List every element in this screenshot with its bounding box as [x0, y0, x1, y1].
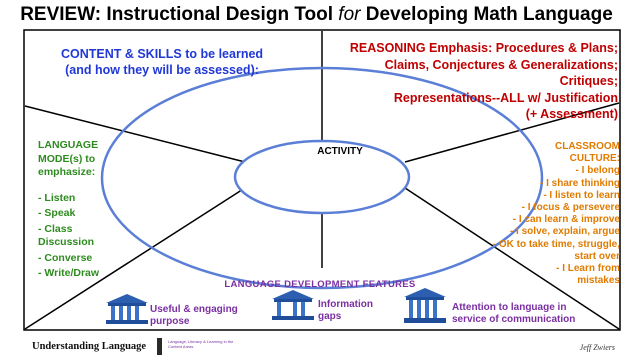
temple-icon	[272, 290, 314, 320]
feature-line1: Attention to language in	[452, 302, 567, 313]
feature-line2: purpose	[150, 316, 190, 327]
reasoning-label: REASONING Emphasis: Procedures & Plans; …	[332, 40, 618, 123]
feature-attention-language: Attention to language in service of comm…	[452, 302, 582, 326]
activity-label: ACTIVITY	[317, 146, 363, 157]
language-mode-item: - Speak	[38, 207, 76, 219]
spoke-upper-right	[404, 102, 620, 163]
reasoning-line4: (+ Assessment)	[525, 107, 618, 121]
spoke-lower-right	[401, 185, 620, 330]
language-development-heading: LANGUAGE DEVELOPMENT FEATURES	[224, 279, 416, 290]
language-modes: LANGUAGE MODE(s) to emphasize: - Listen …	[38, 139, 128, 281]
feature-line1: Information	[318, 299, 373, 310]
culture-item: - OK to take time, struggle,	[492, 238, 620, 250]
content-line1: CONTENT & SKILLS to be learned	[60, 47, 264, 61]
culture-item: - I Learn from	[556, 263, 620, 275]
footer-tagline: Language, Literacy & Learning in the Con…	[168, 339, 234, 349]
language-mode-item: - Write/Draw	[38, 267, 100, 279]
title-part1: REVIEW: Instructional Design Tool	[20, 4, 339, 25]
outer-ellipse	[100, 66, 544, 290]
language-mode-item: - Listen	[38, 191, 76, 204]
reasoning-line3: Representations--ALL w/ Justification	[393, 90, 618, 105]
reasoning-line2: Claims, Conjectures & Generalizations; C…	[384, 57, 618, 89]
culture-item: - I focus & persevere	[521, 202, 620, 214]
language-heading1: LANGUAGE	[38, 139, 99, 151]
footer-divider	[157, 338, 162, 355]
feature-line2: service of communication	[452, 314, 576, 325]
footer-author: Jeff Zwiers	[579, 343, 615, 352]
reasoning-line1: REASONING Emphasis: Procedures & Plans;	[349, 41, 618, 55]
title-part2: Developing Math Language	[360, 4, 613, 25]
culture-item: - I can learn & improve	[512, 214, 620, 226]
classroom-culture: CLASSROOM CULTURE: - I belong - I share …	[470, 141, 620, 287]
spoke-lower-left	[24, 185, 249, 330]
slide-title: REVIEW: Instructional Design Tool for De…	[0, 4, 633, 26]
footer-brand: Understanding Language	[32, 341, 147, 352]
feature-useful-purpose: Useful & engaging purpose	[150, 304, 240, 328]
culture-heading2: CULTURE:	[569, 153, 620, 165]
feature-information-gaps: Information gaps	[318, 299, 398, 323]
language-mode-item: - Converse	[38, 251, 93, 264]
language-heading2: MODE(s) to	[38, 152, 96, 165]
language-mode-item: - Class Discussion	[38, 222, 95, 249]
culture-item: mistakes	[577, 275, 620, 287]
culture-heading1: CLASSROOM	[555, 141, 620, 152]
culture-item: - I listen to learn	[543, 189, 620, 201]
content-skills-label: CONTENT & SKILLS to be learned (and how …	[42, 46, 282, 78]
feature-line1: Useful & engaging	[150, 304, 238, 315]
content-line2: (and how they will be assessed):	[65, 63, 259, 77]
title-italic: for	[338, 4, 361, 25]
language-heading3: emphasize:	[38, 166, 96, 178]
spoke-upper-left	[24, 105, 246, 163]
activity-ellipse	[233, 139, 411, 215]
frame-border	[23, 29, 621, 331]
temple-icon	[404, 288, 446, 323]
culture-item: - I solve, explain, argue	[509, 226, 620, 238]
feature-line2: gaps	[318, 311, 342, 322]
culture-item: start over	[574, 250, 620, 262]
temple-icon	[106, 294, 148, 324]
culture-item: - I share thinking	[539, 177, 620, 189]
culture-item: - I belong	[575, 165, 620, 177]
